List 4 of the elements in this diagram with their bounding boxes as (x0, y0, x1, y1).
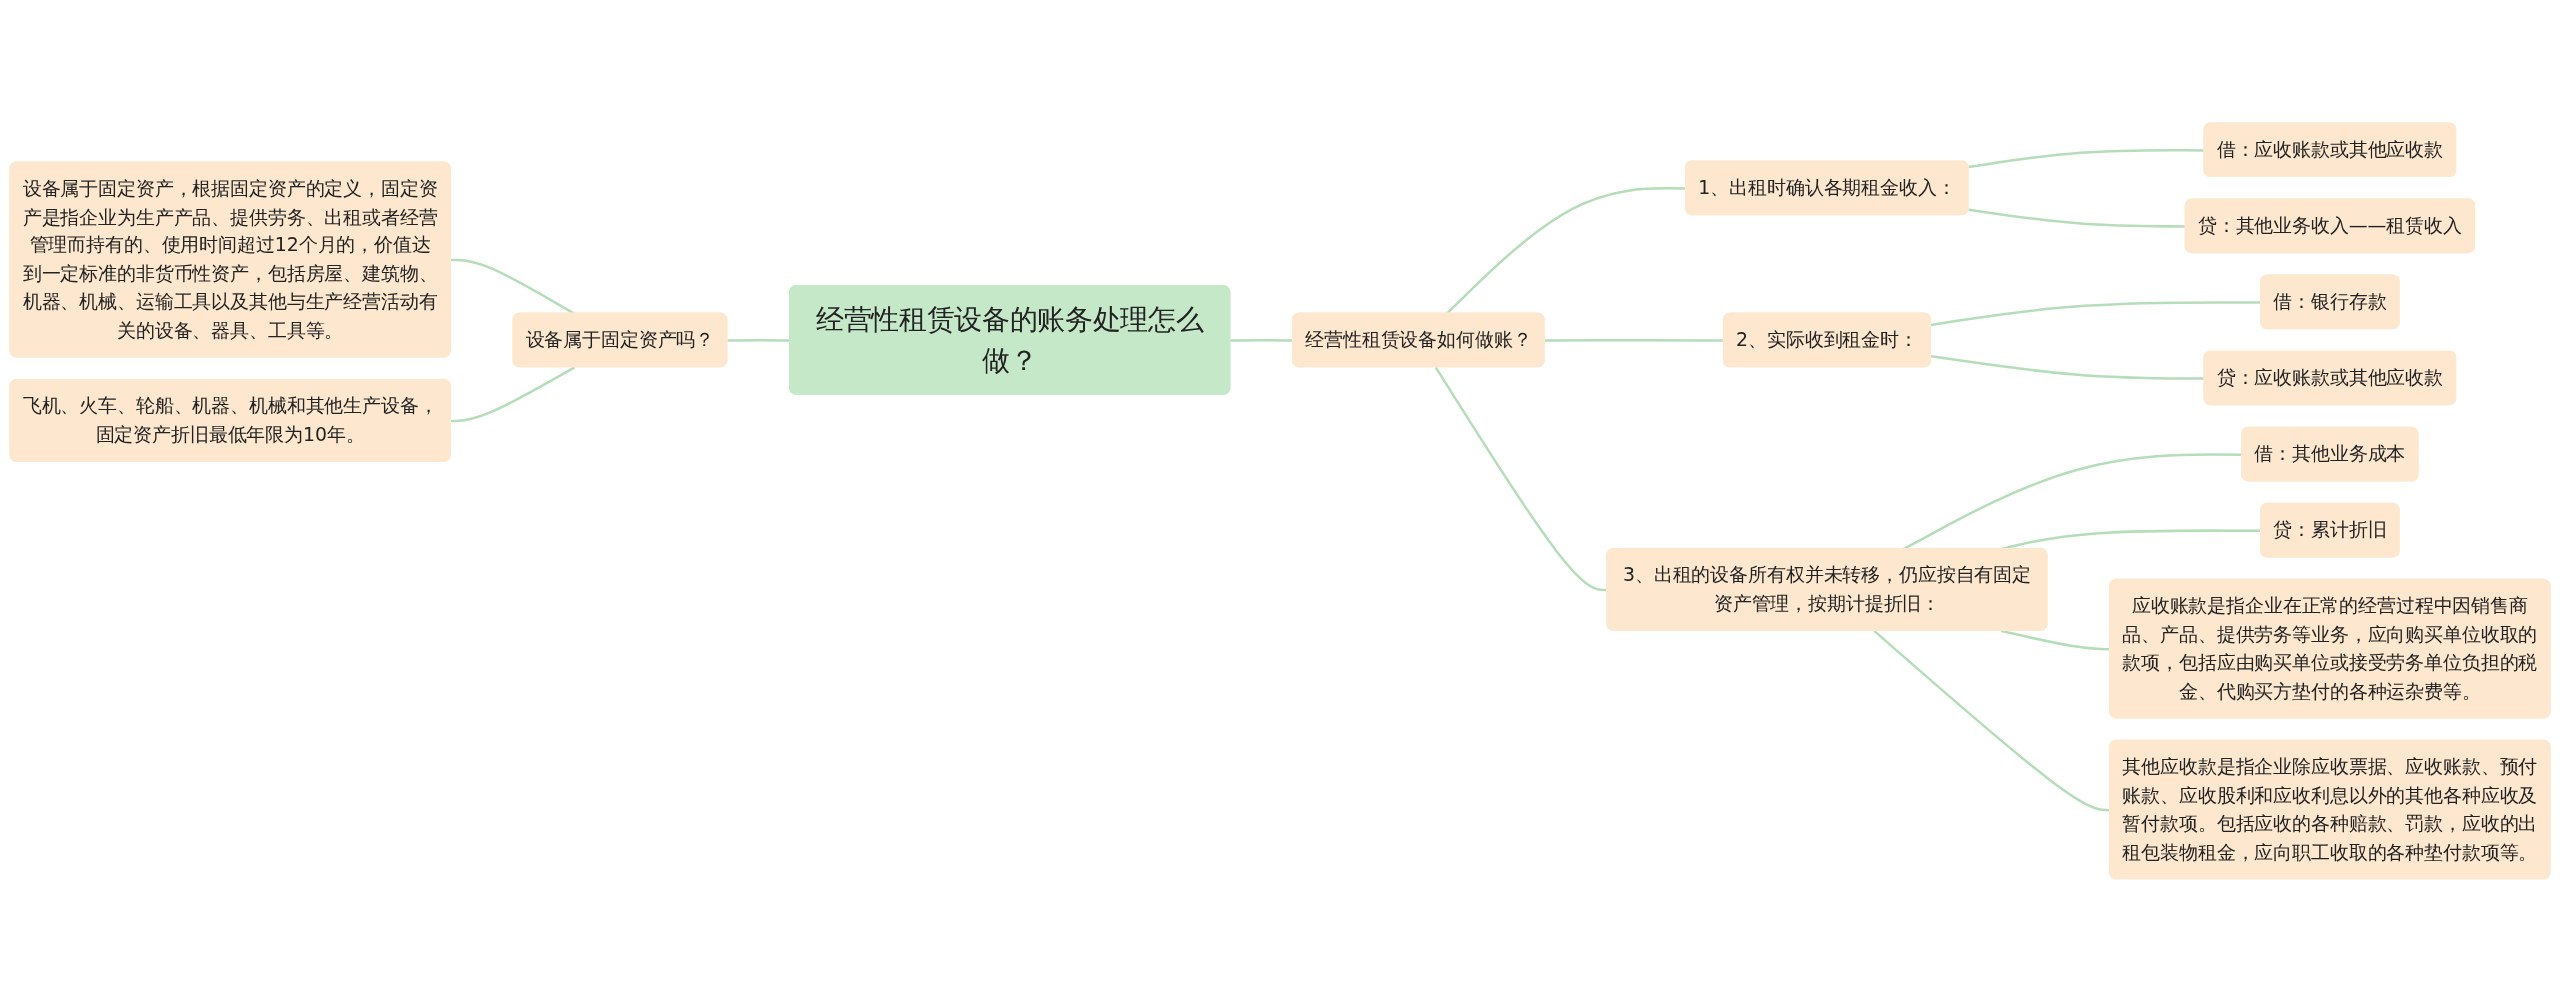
connector (1968, 148, 2205, 168)
connector (1930, 354, 2205, 380)
connector (450, 365, 576, 422)
connector (1968, 208, 2186, 228)
